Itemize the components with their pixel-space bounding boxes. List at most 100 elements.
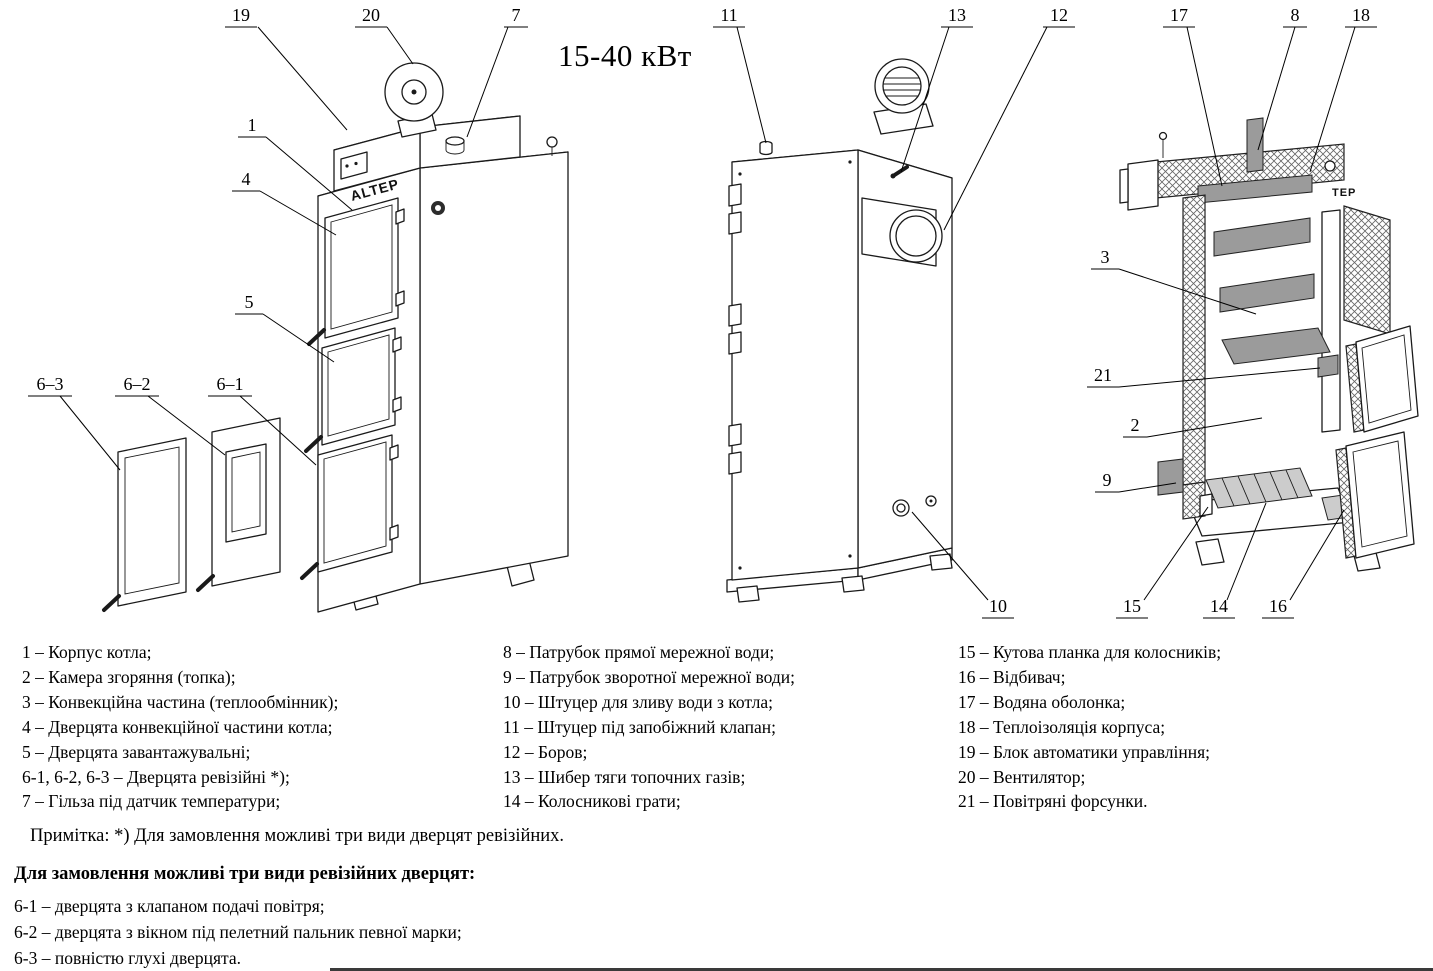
callout-17: 17 (1163, 5, 1223, 187)
legend-item: 6-1, 6-2, 6-3 – Дверцята ревізійні *); (22, 766, 290, 787)
legend-item: 4 – Дверцята конвекційної частини котла; (22, 716, 333, 737)
callout-8-label: 8 (1291, 5, 1300, 25)
callout-1: 1 (238, 115, 353, 211)
door-convection (307, 197, 405, 346)
legend-item: 3 – Конвекційна частина (теплообмінник); (22, 691, 339, 712)
callout-14-label: 14 (1210, 596, 1228, 616)
callout-6-3: 6–3 (28, 374, 121, 471)
callout-16: 16 (1262, 509, 1345, 619)
order-option: 6-3 – повністю глухі дверцята. (14, 948, 242, 968)
boiler-rear-view (726, 58, 953, 603)
callout-12-label: 12 (1050, 5, 1068, 25)
callout-3: 3 (1091, 247, 1257, 315)
safety-valve-stub (759, 140, 773, 156)
legend-item: 10 – Штуцер для зливу води з котла; (503, 691, 773, 712)
callout-11-label: 11 (720, 5, 737, 25)
callout-8: 8 (1257, 5, 1307, 151)
brand-label-partial: TEP (1332, 187, 1356, 199)
callout-5-label: 5 (245, 292, 254, 312)
legend-item: 7 – Гільза під датчик температури; (22, 791, 281, 812)
loading-door-open (1335, 431, 1415, 559)
legend-item: 2 – Камера згоряння (топка); (22, 666, 236, 687)
legend-item: 13 – Шибер тяги топочних газів; (503, 766, 746, 787)
callout-10-label: 10 (989, 596, 1007, 616)
callout-20: 20 (355, 5, 414, 65)
fan (384, 62, 444, 138)
callout-9: 9 (1095, 470, 1177, 493)
callout-4-label: 4 (242, 169, 251, 189)
callout-13-label: 13 (948, 5, 966, 25)
legend-column-3: 15 – Кутова планка для колосників; 16 – … (958, 640, 1221, 814)
damper-lever (890, 165, 909, 179)
callout-2: 2 (1123, 415, 1263, 438)
page-edge-line (330, 968, 1433, 971)
callout-15: 15 (1116, 506, 1209, 619)
callout-18: 18 (1309, 5, 1377, 173)
callout-10: 10 (911, 511, 1014, 619)
legend-item: 17 – Водяна оболонка; (958, 691, 1126, 712)
power-range-title: 15-40 кВт (558, 38, 692, 73)
fan-rear (873, 58, 934, 135)
legend-item: 15 – Кутова планка для колосників; (958, 642, 1222, 662)
door-revision-6-1 (300, 434, 399, 580)
temperature-sensor-sleeve (445, 136, 465, 155)
callout-13: 13 (900, 5, 973, 173)
revision-door-open (1345, 325, 1419, 433)
callout-21: 21 (1087, 365, 1321, 388)
legend-item: 9 – Патрубок зворотної мережної води; (503, 666, 796, 687)
door-revision-6-3 (102, 437, 187, 612)
legend-item: 11 – Штуцер під запобіжний клапан; (503, 716, 776, 737)
callout-17-label: 17 (1170, 5, 1188, 25)
callout-6-3-label: 6–3 (37, 374, 64, 394)
callout-7: 7 (466, 5, 528, 138)
door-revision-6-2 (196, 417, 281, 592)
callout-6-2: 6–2 (115, 374, 226, 456)
legend-item: 12 – Боров; (503, 741, 588, 762)
air-nozzle (1317, 354, 1339, 378)
boiler-technical-drawing: ALTEP (28, 5, 1419, 619)
legend-item: 20 – Вентилятор; (958, 766, 1086, 787)
callout-6-2-label: 6–2 (124, 374, 151, 394)
callout-19: 19 (225, 5, 348, 131)
callout-14: 14 (1203, 502, 1267, 619)
callout-11: 11 (713, 5, 767, 144)
callout-1-label: 1 (248, 115, 257, 135)
callout-2-label: 2 (1131, 415, 1140, 435)
flue-outlet (861, 197, 943, 267)
callout-15-label: 15 (1123, 596, 1141, 616)
callout-19-label: 19 (232, 5, 250, 25)
automation-unit (340, 151, 368, 180)
boiler-section-view: TEP (1119, 117, 1419, 572)
legend-item: 19 – Блок автоматики управління; (958, 741, 1211, 762)
order-options-list: 6-1 – дверцята з клапаном подачі повітря… (14, 893, 462, 971)
callout-6-1: 6–1 (208, 374, 317, 466)
grate-corner-strip (1199, 493, 1213, 517)
callout-21-label: 21 (1094, 365, 1112, 385)
legend-item: 21 – Повітряні форсунки. (958, 791, 1148, 812)
drain-fitting (892, 495, 937, 517)
callout-12: 12 (943, 5, 1075, 231)
legend-item: 18 – Теплоізоляція корпуса; (958, 716, 1166, 737)
callout-3-label: 3 (1101, 247, 1110, 267)
callout-20-label: 20 (362, 5, 380, 25)
order-option: 6-1 – дверцята з клапаном подачі повітря… (14, 896, 325, 916)
legend-item: 16 – Відбивач; (958, 666, 1066, 687)
legend-column-2: 8 – Патрубок прямої мережної води; 9 – П… (503, 640, 795, 814)
footnote: Примітка: *) Для замовлення можливі три … (30, 826, 565, 846)
callout-5: 5 (235, 292, 335, 363)
callout-4: 4 (232, 169, 337, 236)
door-loading (304, 327, 402, 453)
callout-9-label: 9 (1103, 470, 1112, 490)
legend-item: 14 – Колосникові грати; (503, 791, 681, 812)
order-option: 6-2 – дверцята з вікном під пелетний пал… (14, 922, 462, 942)
boiler-front-left-view: ALTEP (102, 62, 569, 613)
grate (1205, 467, 1313, 509)
legend-column-1: 1 – Корпус котла; 2 – Камера згоряння (т… (22, 640, 338, 814)
legend-item: 8 – Патрубок прямої мережної води; (503, 642, 775, 662)
callout-18-label: 18 (1352, 5, 1370, 25)
order-options-heading: Для замовлення можливі три види ревізійн… (14, 864, 476, 884)
legend-item: 1 – Корпус котла; (22, 642, 152, 662)
legend-item: 5 – Дверцята завантажувальні; (22, 741, 251, 762)
heat-exchanger-plates (1213, 217, 1331, 365)
